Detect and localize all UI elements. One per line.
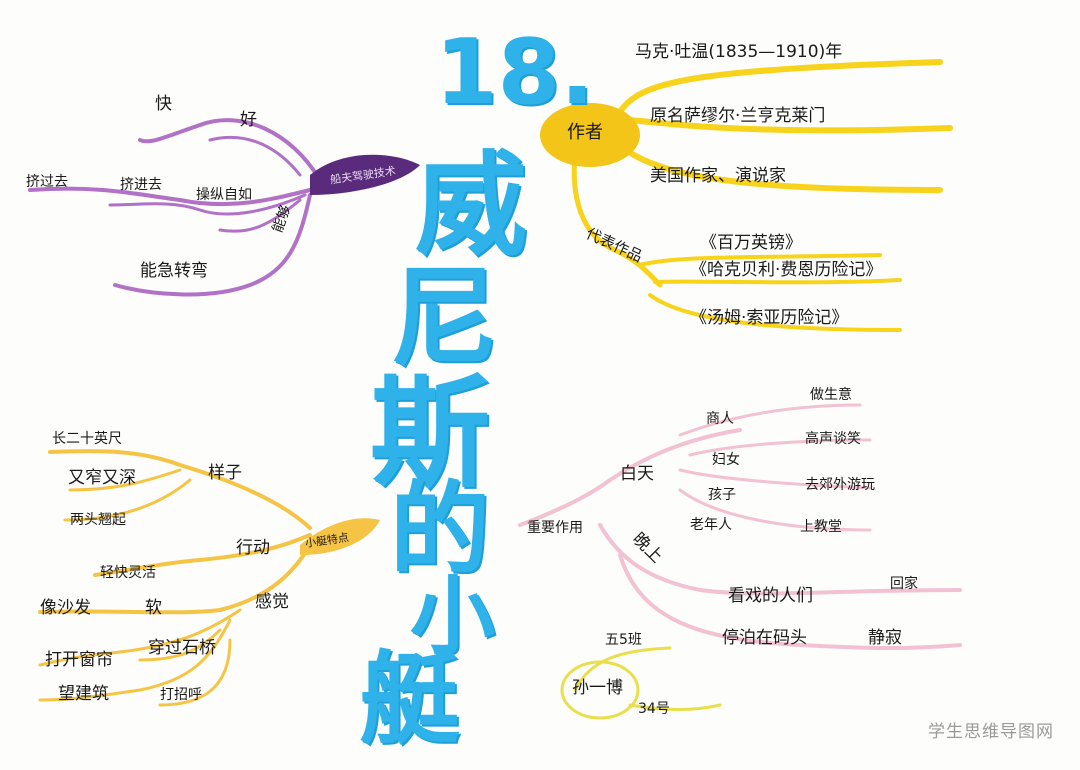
driver-item-5: 操纵自如 [196,187,252,203]
role-root: 重要作用 [527,520,583,536]
boat-node [300,518,380,555]
driver-item-3: 挤过去 [26,174,68,190]
student-lines [573,646,722,711]
author-root: 作者 [567,122,603,143]
author-node [540,103,640,167]
boat-feel-2: 打开窗帘 [45,650,113,670]
driver-item-4: 挤进去 [120,177,162,193]
boat-shape-3: 两头翘起 [70,512,126,528]
work-2: 《哈克贝利·费恩历险记》 [690,260,883,280]
title-char-2: 尼 [390,256,499,381]
boat-feel-5: 打招呼 [160,687,202,703]
boat-shape-1: 长二十英尺 [52,431,122,447]
student-name: 孙一博 [572,678,623,698]
role-day-who-1: 商人 [706,411,734,427]
boat-feel-1: 像沙发 [40,598,91,618]
title-char-1: 威 [415,141,527,271]
role-day-who-4: 老年人 [690,517,732,533]
title-char-4: 的 [390,471,490,588]
role-day-label: 白天 [620,464,654,484]
boat-shape-2: 又窄又深 [68,468,136,488]
work-1: 《百万英镑》 [700,233,802,253]
watermark-text: 学生思维导图网 [928,722,1054,742]
boat-shape-label: 样子 [208,463,242,483]
boat-feel-3: 望建筑 [58,684,109,704]
driver-branch-lines [28,118,322,297]
student-class: 五5班 [605,632,642,648]
boat-feel-4: 穿过石桥 [148,638,216,658]
role-night-what-1: 回家 [890,576,918,592]
role-day-what-1: 做生意 [810,387,852,403]
role-night-who-2: 停泊在码头 [722,628,807,648]
role-day-who-2: 妇女 [712,452,740,468]
title-char-5: 小 [410,568,496,667]
driver-item-1: 快 [155,94,172,114]
role-night-who-1: 看戏的人们 [728,586,813,606]
role-branch-lines [518,403,962,651]
boat-branch-lines [38,449,312,707]
student-node [560,660,640,720]
boat-soft-label: 软 [145,598,162,618]
driver-node [310,154,420,195]
boat-feel-label: 感觉 [255,592,289,612]
author-item-1: 马克·吐温(1835—1910)年 [635,42,843,62]
title-number: 18. [435,20,595,125]
title-char-6: 艇 [360,641,460,758]
role-day-what-3: 去郊外游玩 [805,477,875,493]
boat-motion-label: 行动 [236,538,270,558]
work-3: 《汤姆·索亚历险记》 [690,308,849,328]
role-day-what-2: 高声谈笑 [805,431,861,447]
driver-item-6: 能急转弯 [140,261,208,281]
role-day-who-3: 孩子 [708,487,736,503]
author-branch-lines [571,59,953,332]
student-number: 34号 [638,701,670,717]
role-night-what-2: 静寂 [868,628,902,648]
title-char-3: 斯 [370,365,490,504]
driver-item-2: 好 [240,110,257,130]
boat-motion-1: 轻快灵活 [100,565,156,581]
author-item-2: 原名萨缪尔·兰亨克莱门 [650,106,826,126]
author-item-3: 美国作家、演说家 [650,166,786,186]
role-day-what-4: 上教堂 [800,519,842,535]
